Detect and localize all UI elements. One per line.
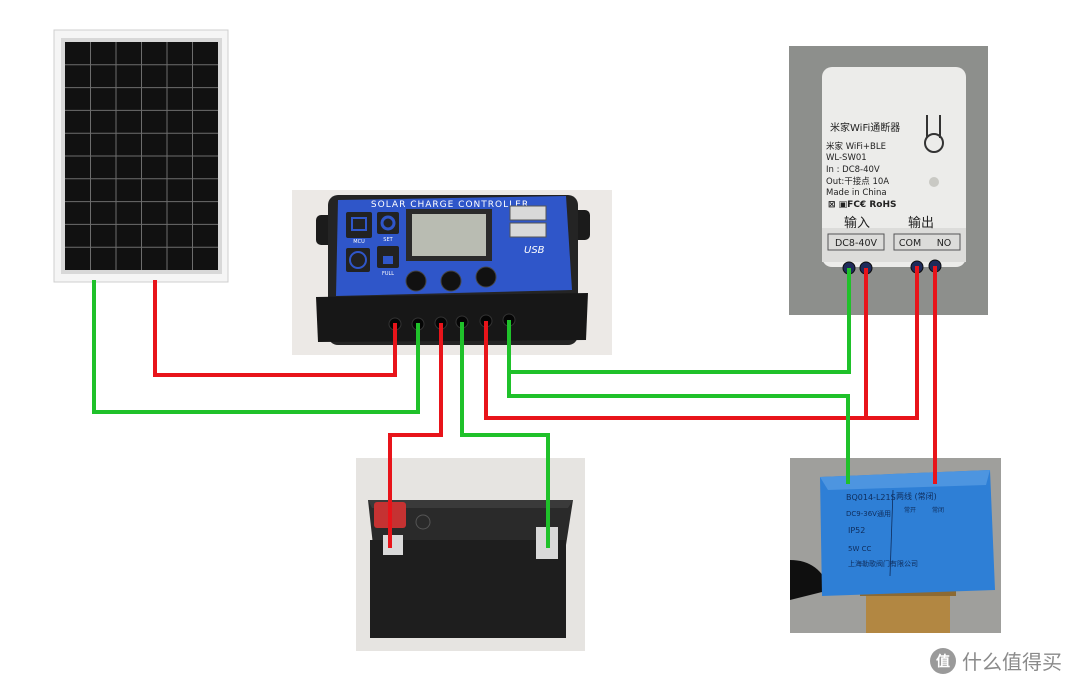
wire-load-negative (507, 268, 851, 374)
solar-panel (53, 29, 229, 283)
relay-line2: WL-SW01 (826, 153, 867, 163)
relay-line5: Made in China (826, 188, 887, 198)
valve-model: BQ014-L21S (846, 493, 896, 502)
wires (92, 266, 937, 548)
wire-battery-positive (388, 323, 443, 548)
wire-load-positive (484, 266, 919, 420)
wire-panel-positive (153, 280, 397, 377)
valve-voltage: DC9-36V通用 (846, 509, 891, 518)
relay-title: 米家WiFi通断器 (830, 121, 900, 134)
gear-icon (380, 215, 396, 231)
charge-controller: SOLAR CHARGE CONTROLLER MCU SET FULL USB (292, 190, 612, 355)
lock-icon (383, 256, 393, 264)
com-label: COM (899, 238, 921, 249)
watermark-text: 什么值得买 (962, 650, 1062, 674)
valve-wires: 两线 (常闭) (896, 491, 937, 501)
up-button (440, 270, 462, 292)
wire-valve-negative (507, 372, 850, 484)
battery-negative-mark (415, 514, 431, 530)
set-label: SET (383, 237, 393, 243)
usb-port-1 (509, 205, 547, 221)
relay-certs: ⊠ ▣FC€ RoHS (828, 200, 896, 210)
menu-button (405, 270, 427, 292)
wire-panel-negative (92, 280, 420, 414)
usb-label: USB (524, 245, 545, 256)
valve-maker: 上海勒歌阀门有限公司 (848, 559, 918, 568)
output-label: 输出 (908, 215, 934, 231)
status-led-icon (929, 177, 939, 187)
full-label: FULL (382, 271, 394, 277)
watermark-badge-icon: 值 (930, 647, 956, 674)
valve-ip: IP52 (848, 526, 865, 535)
mcu-label: MCU (353, 239, 365, 245)
relay-line4: Out:干接点 10A (826, 176, 889, 187)
wifi-relay: 米家WiFi通断器 米家 WiFi+BLE WL-SW01 In : DC8-4… (789, 46, 988, 315)
down-button (475, 266, 497, 288)
battery (356, 458, 585, 651)
input-label: 输入 (844, 215, 870, 231)
valve-text-closed: 常闭 (932, 506, 944, 514)
watermark: 值 什么值得买 (930, 646, 1062, 675)
relay-logo-icon (924, 115, 944, 153)
valve-power: 5W CC (848, 545, 871, 553)
wire-battery-negative (460, 322, 550, 548)
relay-line1: 米家 WiFi+BLE (826, 141, 886, 152)
valve-text-open: 常开 (904, 506, 916, 514)
input-terminal-label: DC8-40V (835, 238, 878, 249)
no-label: NO (937, 238, 952, 249)
motorized-valve: BQ014-L21S 两线 (常闭) DC9-36V通用 IP52 5W CC … (790, 458, 1001, 633)
clock-icon (349, 251, 367, 269)
relay-line3: In : DC8-40V (826, 165, 880, 175)
controller-title: SOLAR CHARGE CONTROLLER (371, 200, 529, 210)
usb-port-2 (509, 222, 547, 238)
